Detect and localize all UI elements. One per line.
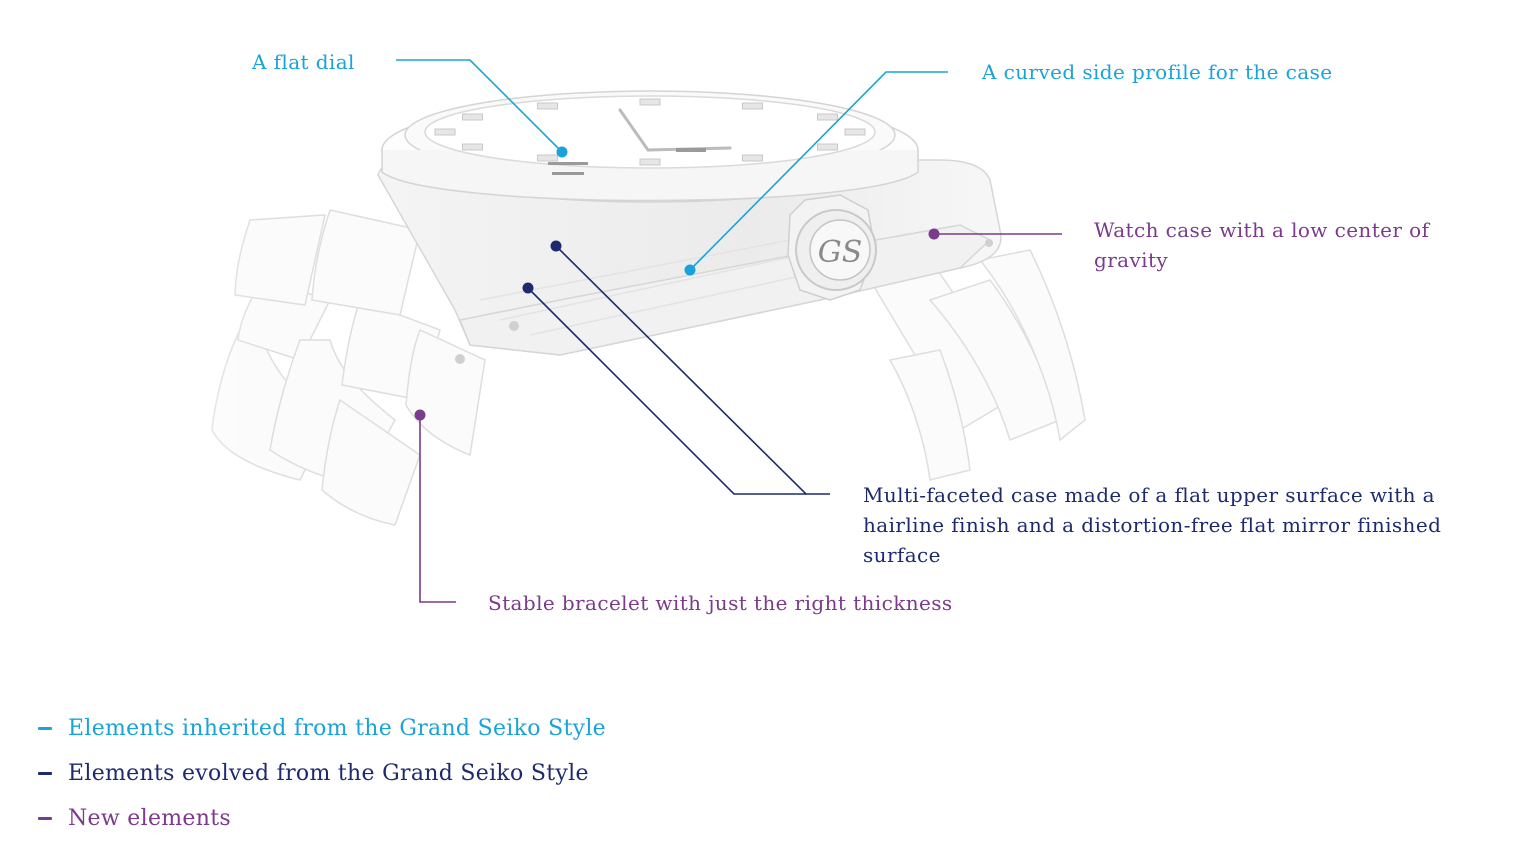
dial-index-marker bbox=[817, 113, 838, 121]
leader-line bbox=[555, 245, 830, 495]
leader-line bbox=[419, 415, 456, 603]
dial-text bbox=[548, 148, 706, 175]
dial-index-marker bbox=[639, 158, 661, 166]
leader-flat-dial bbox=[396, 59, 568, 158]
dial-index-marker bbox=[434, 128, 456, 136]
leader-line bbox=[527, 287, 806, 495]
leader-dot bbox=[522, 282, 534, 294]
leader-multi-faceted bbox=[522, 240, 830, 495]
legend-label: Elements evolved from the Grand Seiko St… bbox=[68, 761, 589, 786]
legend-item-new: New elements bbox=[38, 796, 606, 841]
legend: Elements inherited from the Grand Seiko … bbox=[38, 706, 606, 841]
leader-line bbox=[689, 71, 948, 271]
label-multi-faceted: Multi-faceted case made of a flat upper … bbox=[863, 483, 1442, 567]
leader-dot bbox=[414, 409, 426, 421]
crown-logo: GS bbox=[818, 235, 863, 270]
leader-dot bbox=[928, 228, 940, 240]
dial-index-marker bbox=[639, 98, 661, 106]
leader-low-center bbox=[928, 228, 1062, 240]
bracelet-right bbox=[868, 249, 1086, 481]
dial-index-marker bbox=[537, 102, 558, 110]
legend-item-inherited: Elements inherited from the Grand Seiko … bbox=[38, 706, 606, 751]
leader-stable-bracelet bbox=[414, 409, 456, 603]
dial-index-marker bbox=[462, 143, 483, 151]
legend-dash bbox=[38, 727, 52, 730]
crown bbox=[787, 194, 877, 301]
label-flat-dial: A flat dial bbox=[252, 50, 355, 74]
legend-label: New elements bbox=[68, 806, 231, 831]
label-low-center: Watch case with a low center of gravity bbox=[1094, 218, 1430, 272]
leader-dot bbox=[684, 264, 696, 276]
label-stable-bracelet: Stable bracelet with just the right thic… bbox=[488, 591, 953, 615]
leader-dot bbox=[556, 146, 568, 158]
leader-line bbox=[396, 59, 563, 153]
leader-dot bbox=[550, 240, 562, 252]
lug-pin-dots bbox=[455, 239, 993, 364]
legend-item-evolved: Elements evolved from the Grand Seiko St… bbox=[38, 751, 606, 796]
dial-index-marker bbox=[742, 154, 763, 162]
dial-markers bbox=[434, 98, 866, 166]
dial-index-marker bbox=[844, 128, 866, 136]
dial-index-marker bbox=[817, 143, 838, 151]
leader-curved-profile bbox=[684, 71, 948, 276]
dial-index-marker bbox=[537, 154, 558, 162]
legend-label: Elements inherited from the Grand Seiko … bbox=[68, 716, 606, 741]
dial-index-marker bbox=[462, 113, 483, 121]
legend-dash bbox=[38, 772, 52, 775]
bracelet-left bbox=[211, 209, 486, 526]
legend-dash bbox=[38, 817, 52, 820]
dial-index-marker bbox=[742, 102, 763, 110]
label-curved-profile: A curved side profile for the case bbox=[982, 60, 1333, 84]
